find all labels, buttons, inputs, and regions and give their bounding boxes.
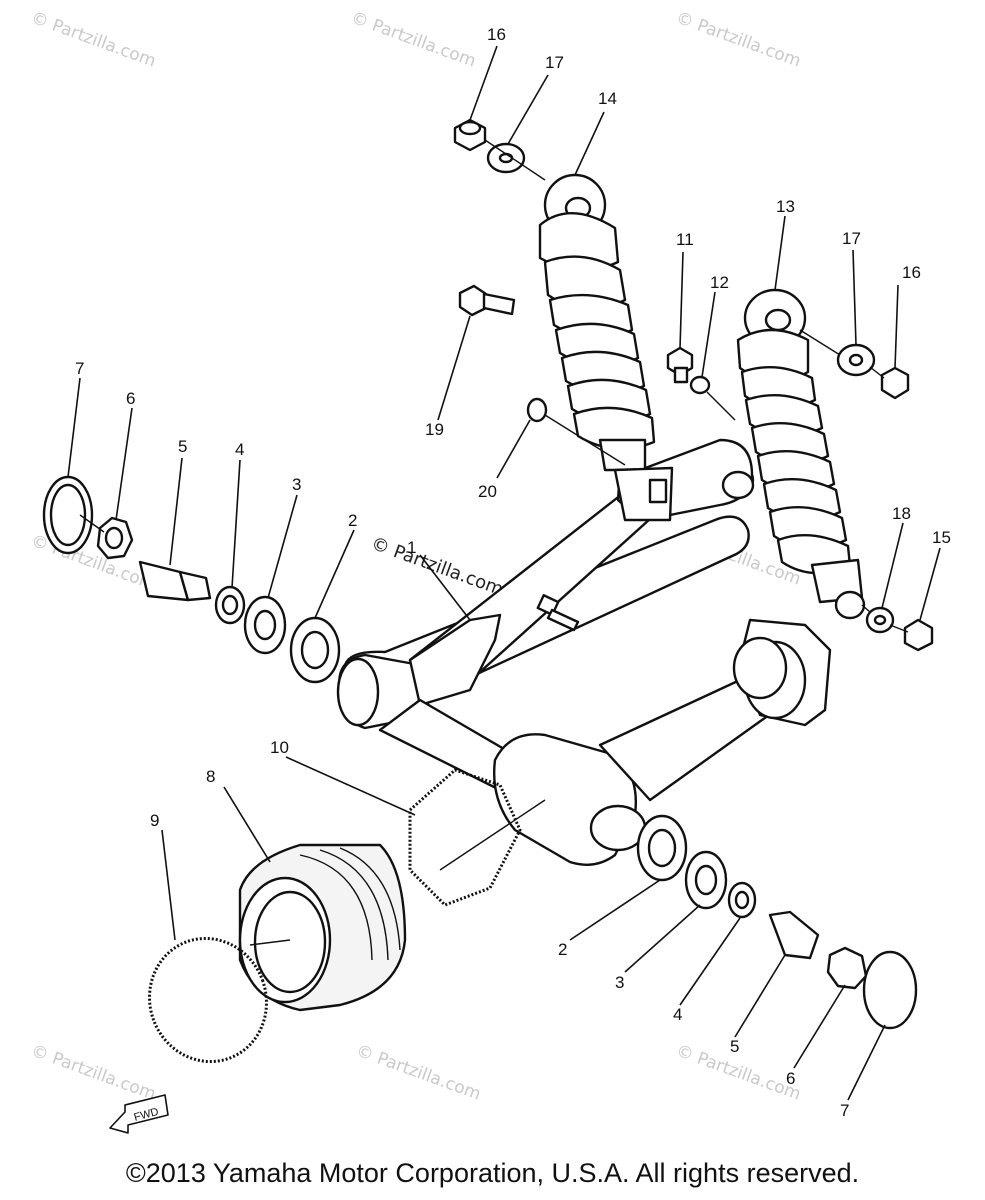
callout-7-bottom: 7 <box>840 1101 849 1120</box>
callout-12: 12 <box>710 273 729 292</box>
callout-15: 15 <box>932 528 951 547</box>
right-bearing-stack <box>636 814 918 1030</box>
callout-3-bottom: 3 <box>615 973 624 992</box>
leader-lines <box>67 45 941 1101</box>
callout-20: 20 <box>478 482 497 501</box>
watermark: © Partzilla.com <box>348 8 478 72</box>
o-ring-9 <box>148 936 268 1064</box>
fwd-arrow: FWD <box>109 1094 169 1134</box>
hardware-right-top <box>836 343 910 400</box>
watermark: © Partzilla.com <box>28 531 158 595</box>
callout-6-left: 6 <box>126 389 135 408</box>
callout-7-left: 7 <box>75 359 84 378</box>
callout-18: 18 <box>892 504 911 523</box>
callout-17-top: 17 <box>545 53 564 72</box>
callout-4-bottom: 4 <box>673 1005 682 1024</box>
callout-16-top: 16 <box>487 25 506 44</box>
hardware-top <box>453 118 526 174</box>
watermark: © Partzilla.com <box>28 8 158 72</box>
watermark: © Partzilla.com <box>28 1041 158 1105</box>
watermark: © Partzilla.com <box>368 533 506 600</box>
callout-5-left: 5 <box>178 437 187 456</box>
swing-arm <box>336 438 832 866</box>
watermark: © Partzilla.com <box>673 8 803 72</box>
watermark: © Partzilla.com <box>353 1041 483 1105</box>
shock-absorber-right <box>736 288 866 620</box>
callout-11: 11 <box>676 230 694 249</box>
hardware-11-12 <box>666 346 711 395</box>
callout-2-left: 2 <box>348 511 357 530</box>
callout-17-right: 17 <box>842 229 861 248</box>
callout-6-bottom: 6 <box>786 1069 795 1088</box>
callout-16-right: 16 <box>902 263 921 282</box>
left-bearing-stack <box>42 475 341 684</box>
hardware-18-15 <box>865 606 934 652</box>
shock-absorber-left <box>538 173 674 522</box>
callouts: 16 17 14 13 17 16 11 12 19 20 7 6 5 4 3 … <box>75 25 951 1120</box>
callout-3-left: 3 <box>292 475 301 494</box>
callout-4-left: 4 <box>235 440 244 459</box>
callout-14: 14 <box>598 89 617 108</box>
copyright-notice: ©2013 Yamaha Motor Corporation, U.S.A. A… <box>125 1158 860 1188</box>
rubber-boot-8 <box>238 843 407 1012</box>
callout-19: 19 <box>425 420 444 439</box>
callout-10: 10 <box>270 738 289 757</box>
callout-2-bottom: 2 <box>558 940 567 959</box>
gasket-10 <box>408 768 522 907</box>
callout-5-bottom: 5 <box>730 1037 739 1056</box>
callout-1: 1 <box>407 538 416 557</box>
callout-8: 8 <box>206 767 215 786</box>
callout-9: 9 <box>150 811 159 830</box>
callout-13: 13 <box>776 197 795 216</box>
hardware-19-20 <box>458 284 548 423</box>
